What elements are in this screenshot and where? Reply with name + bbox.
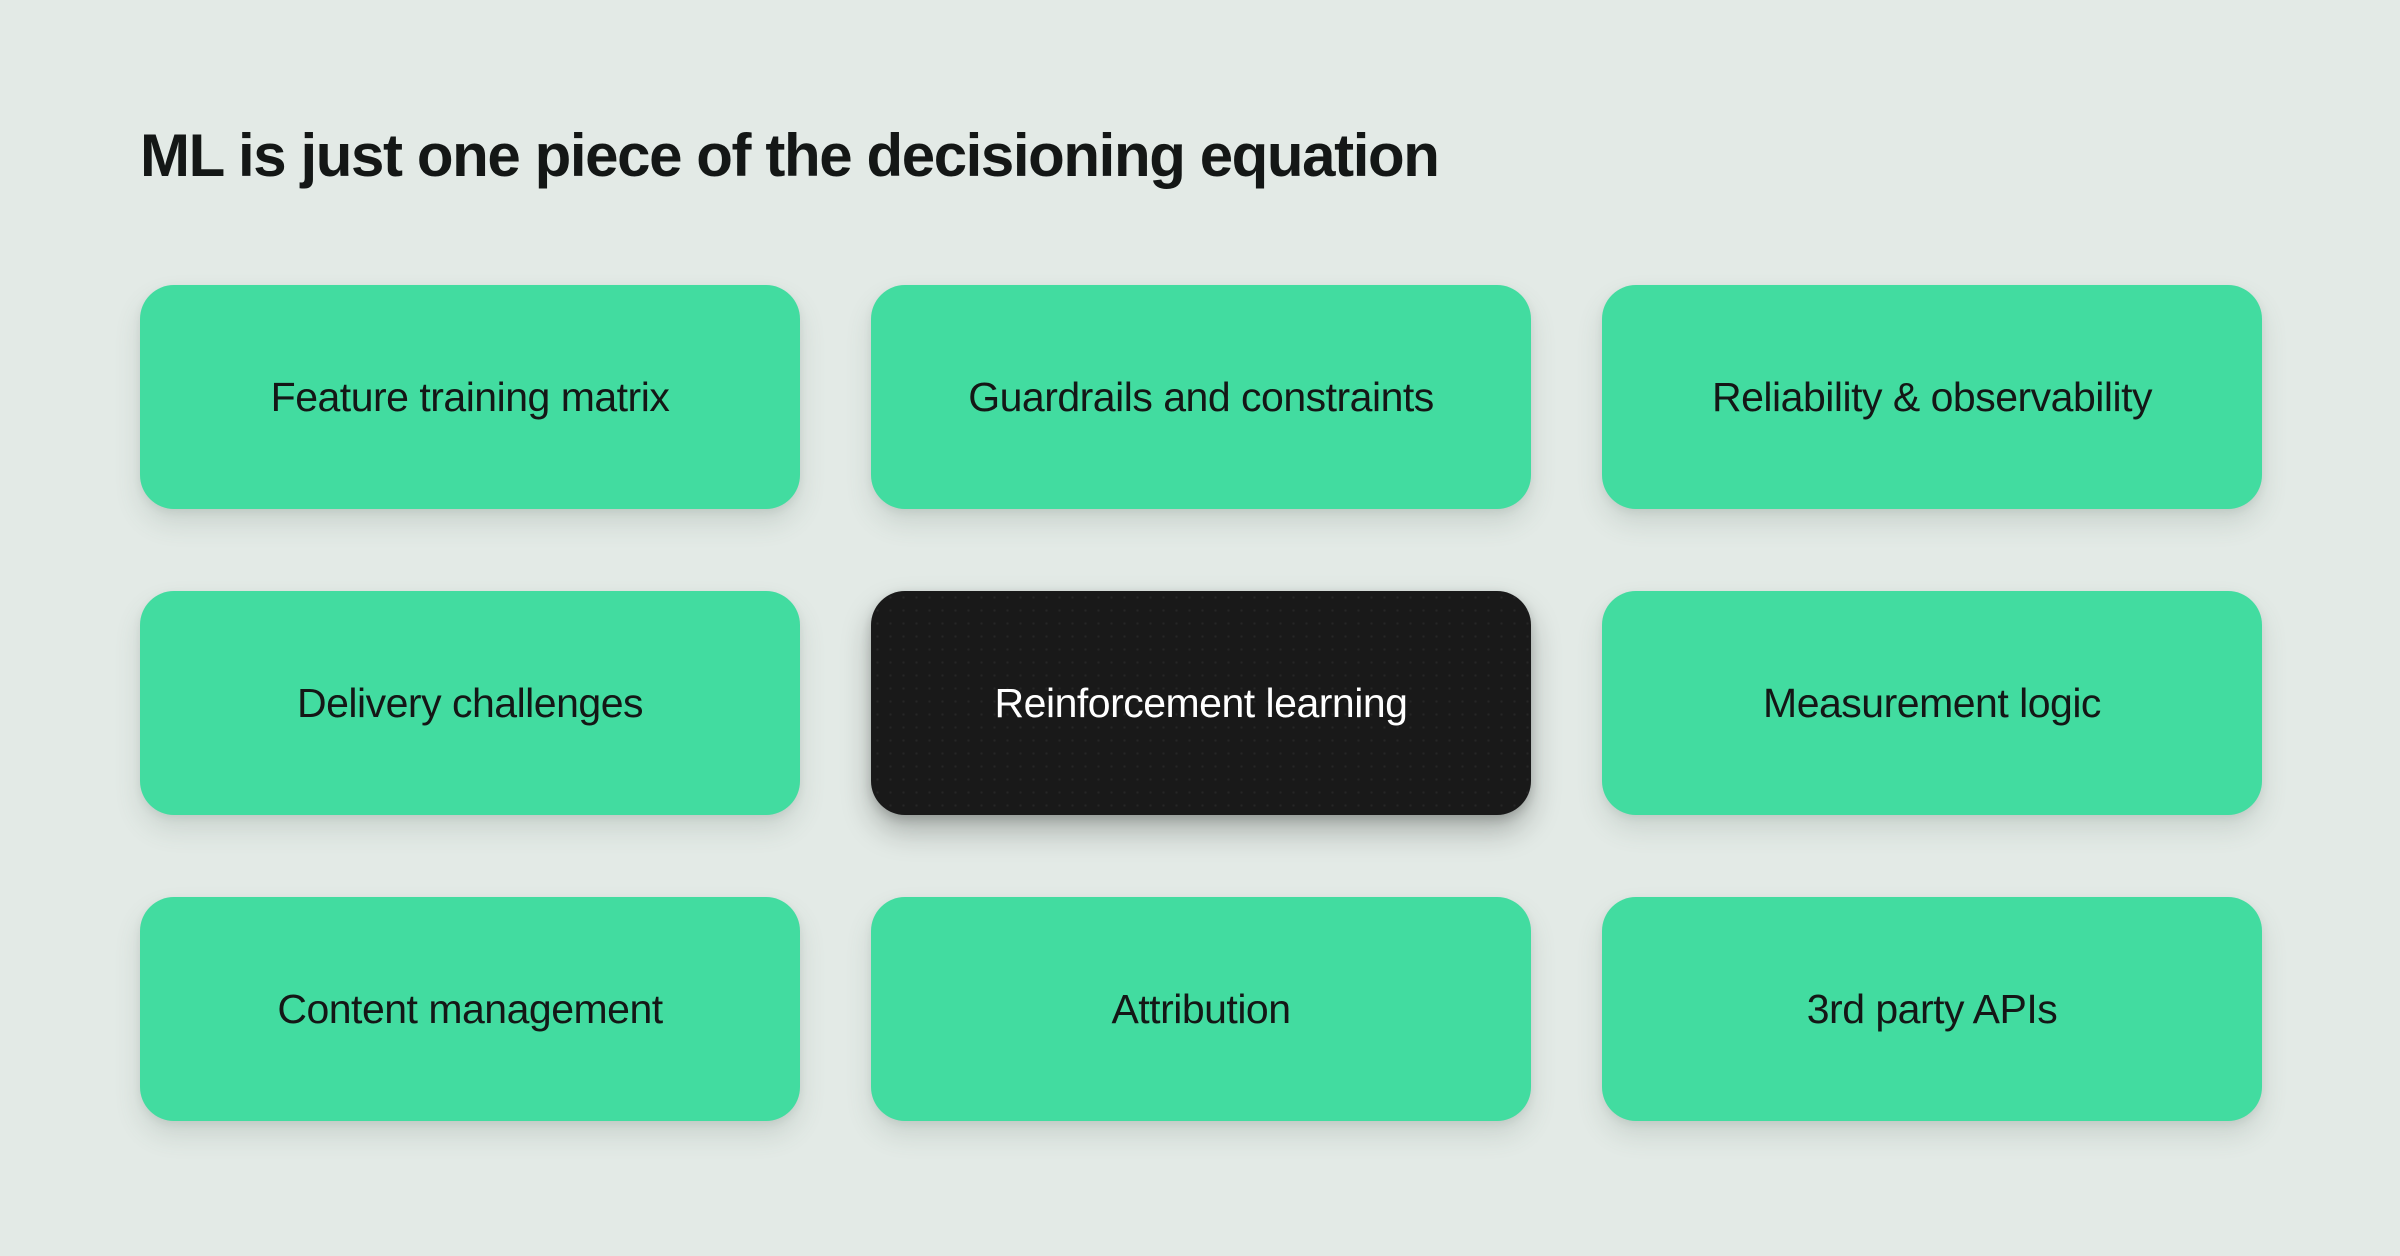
capability-card-reinforcement-learning[interactable]: Reinforcement learning [871,591,1531,815]
capability-card-grid: Feature training matrix Guardrails and c… [140,285,2262,1121]
card-label: Feature training matrix [270,374,670,420]
capability-card-content-management[interactable]: Content management [140,897,800,1121]
card-label: Measurement logic [1763,680,2101,726]
card-label: Delivery challenges [296,680,644,726]
capability-card-feature-training-matrix[interactable]: Feature training matrix [140,285,800,509]
capability-card-reliability-observability[interactable]: Reliability & observability [1602,285,2262,509]
page-title: ML is just one piece of the decisioning … [140,122,1440,189]
card-label: Reliability & observability [1712,374,2152,420]
capability-card-3rd-party-apis[interactable]: 3rd party APIs [1602,897,2262,1121]
capability-card-attribution[interactable]: Attribution [871,897,1531,1121]
capability-card-delivery-challenges[interactable]: Delivery challenges [140,591,800,815]
card-label: Content management [277,986,663,1032]
capability-card-measurement-logic[interactable]: Measurement logic [1602,591,2262,815]
card-label: Guardrails and constraints [968,374,1434,420]
card-label: Reinforcement learning [994,680,1408,726]
card-label: Attribution [1111,986,1291,1032]
card-label: 3rd party APIs [1806,986,2058,1032]
capability-card-guardrails-and-constraints[interactable]: Guardrails and constraints [871,285,1531,509]
